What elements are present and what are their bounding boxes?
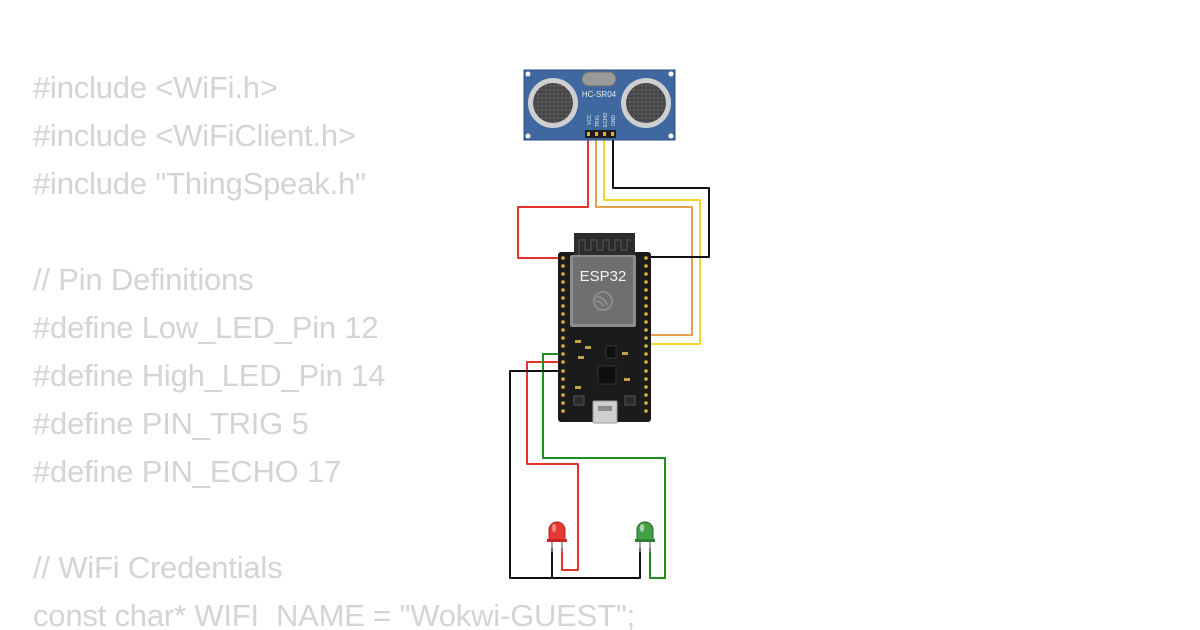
pin-gnd[interactable] — [611, 132, 614, 136]
wire-gnd-black[interactable] — [612, 135, 710, 258]
smd-component — [575, 340, 581, 343]
pin-label-echo: ECHO — [603, 112, 609, 127]
boot-button[interactable] — [573, 395, 585, 406]
module-shield — [573, 257, 633, 324]
regulator-chip — [605, 345, 617, 359]
right-pin-column — [644, 256, 648, 413]
led-red-rim — [547, 539, 567, 542]
wire-led-green-signal[interactable] — [542, 353, 666, 579]
wires — [509, 135, 710, 579]
led-green-highlight — [639, 524, 645, 532]
wire-led-red-signal[interactable] — [526, 361, 579, 571]
crystal-oscillator — [581, 71, 617, 87]
wire-vcc-red[interactable] — [517, 135, 589, 259]
pin-trig[interactable] — [595, 132, 598, 136]
mount-hole — [525, 71, 531, 77]
wire-echo-yellow[interactable] — [603, 135, 701, 345]
transducer-right-mesh — [626, 83, 666, 123]
pin-label-gnd: GND — [611, 115, 617, 127]
code-line-8: #define PIN_TRIG 5 — [33, 406, 309, 441]
pin-header — [585, 130, 616, 138]
code-line-9: #define PIN_ECHO 17 — [33, 454, 342, 489]
code-line-5: // Pin Definitions — [33, 262, 254, 297]
mount-hole — [525, 133, 531, 139]
led-green-body — [636, 521, 654, 541]
wire-led-gnd[interactable] — [509, 370, 641, 579]
hc-sr04-sensor[interactable]: HC-SR04 VCC TRIG ECHO GND — [523, 69, 676, 141]
mount-hole — [668, 133, 674, 139]
smd-component — [578, 356, 584, 359]
espressif-logo-icon — [593, 291, 613, 311]
smd-component — [585, 346, 591, 349]
pin-label-vcc: VCC — [587, 114, 593, 125]
smd-component — [624, 378, 630, 381]
usb-port-slot — [598, 406, 612, 411]
code-line-12: const char* WIFI_NAME = "Wokwi-GUEST"; — [33, 598, 636, 630]
code-line-7: #define High_LED_Pin 14 — [33, 358, 386, 393]
transducer-left-mesh — [533, 83, 573, 123]
code-line-6: #define Low_LED_Pin 12 — [33, 310, 379, 345]
led-green[interactable] — [635, 521, 655, 552]
mount-hole — [668, 71, 674, 77]
code-line-1: #include <WiFi.h> — [33, 70, 278, 105]
reset-button[interactable] — [624, 395, 636, 406]
led-red[interactable] — [547, 521, 567, 552]
code-editor[interactable]: #include <WiFi.h> #include <WiFiClient.h… — [33, 64, 693, 630]
smd-component — [575, 386, 581, 389]
board-label: ESP32 — [580, 268, 627, 285]
pin-echo[interactable] — [603, 132, 606, 136]
usb-uart-chip — [597, 365, 617, 385]
pin-vcc[interactable] — [587, 132, 590, 136]
smd-component — [622, 352, 628, 355]
code-line-2: #include <WiFiClient.h> — [33, 118, 356, 153]
pin-label-trig: TRIG — [595, 115, 601, 127]
wire-trig-orange[interactable] — [595, 135, 693, 336]
led-red-highlight — [551, 524, 557, 532]
code-line-11: // WiFi Credentials — [33, 550, 283, 585]
left-pin-column — [561, 256, 565, 413]
code-line-3: #include "ThingSpeak.h" — [33, 166, 366, 201]
led-red-body — [548, 521, 566, 541]
usb-port[interactable] — [592, 400, 618, 424]
sensor-label: HC-SR04 — [582, 90, 617, 99]
antenna-trace — [578, 239, 631, 255]
esp32-board[interactable]: ESP32 — [558, 233, 651, 424]
led-green-rim — [635, 539, 655, 542]
antenna-area — [574, 233, 635, 258]
